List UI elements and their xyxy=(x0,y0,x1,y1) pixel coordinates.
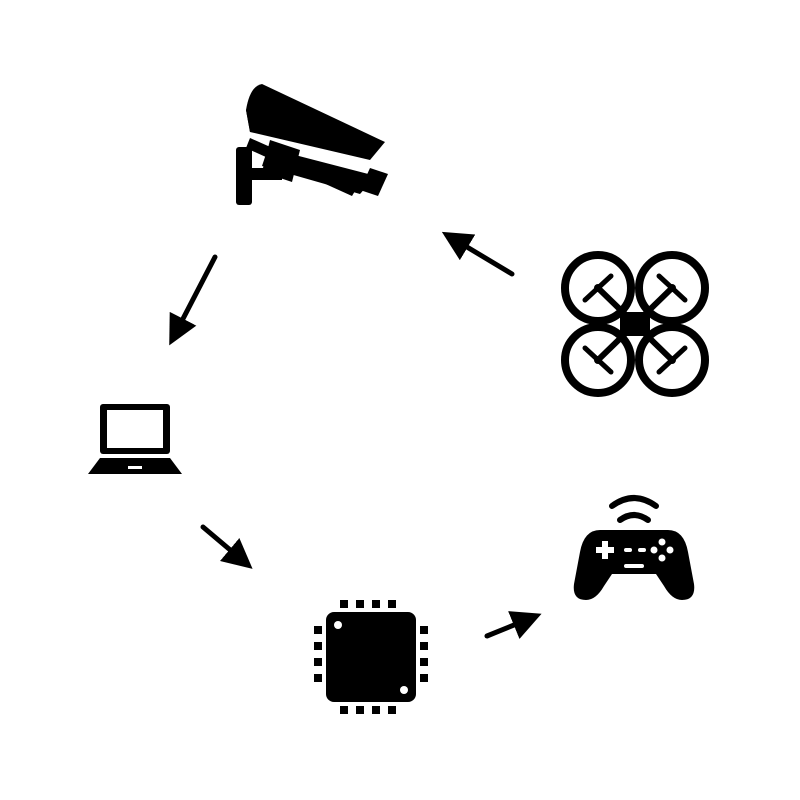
wireless-gamepad-icon xyxy=(573,495,695,600)
arrow-chip-to-gamepad xyxy=(484,611,542,639)
arrow-laptop-to-chip xyxy=(200,524,253,569)
laptop-icon xyxy=(88,404,182,474)
quadcopter-drone-icon xyxy=(561,251,709,397)
security-camera-icon xyxy=(236,84,388,205)
microchip-icon xyxy=(314,600,428,714)
arrow-drone-to-camera xyxy=(441,231,515,277)
arrow-camera-to-laptop xyxy=(169,254,218,346)
